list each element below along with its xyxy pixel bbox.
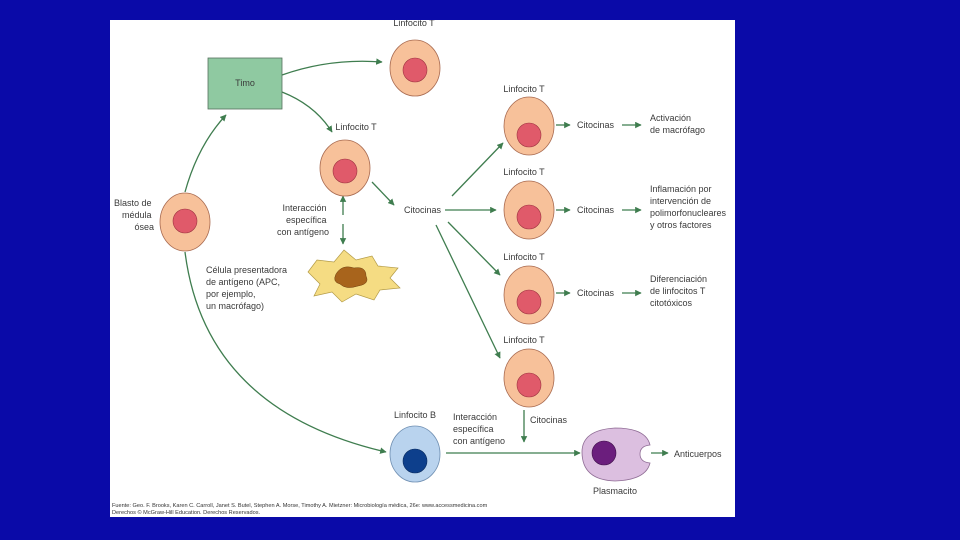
- arrow-timo-to-lt-top: [281, 58, 383, 76]
- lt-r1-label: Linfocito T: [503, 84, 545, 94]
- lt-r2-label: Linfocito T: [503, 167, 545, 177]
- arrow-blasto-to-timo: [184, 114, 227, 193]
- lt-top-cell: [389, 39, 441, 97]
- output-3-label: Diferenciación de linfocitos T citotóxic…: [650, 274, 710, 308]
- lt-r3-label: Linfocito T: [503, 252, 545, 262]
- timo-box: [207, 57, 283, 110]
- citocinas-r2-label: Citocinas: [577, 205, 615, 215]
- arrow-timo-to-lt-mid: [281, 91, 333, 133]
- lt-r4-cell: [503, 348, 555, 408]
- source-credit: Fuente: Geo. F. Brooks, Karen C. Carroll…: [112, 503, 489, 516]
- immune-response-diagram: Timo Linfocito T Linfocito T Blasto de m…: [112, 20, 729, 516]
- plasmacito-label: Plasmacito: [593, 486, 637, 496]
- citocinas-r1-label: Citocinas: [577, 120, 615, 130]
- lt-mid-label: Linfocito T: [335, 122, 377, 132]
- citocinas-center-label: Citocinas: [404, 205, 442, 215]
- anticuerpos-label: Anticuerpos: [674, 449, 722, 459]
- lt-r2-cell: [503, 180, 555, 240]
- lt-r1-cell: [503, 96, 555, 156]
- apc-macrophage: [307, 249, 401, 303]
- timo-label: Timo: [235, 78, 255, 88]
- output-2-label: Inflamación por intervención de polimorf…: [650, 184, 729, 230]
- arrows: [184, 58, 669, 457]
- output-1-label: Activación de macrófago: [650, 113, 705, 135]
- arrow-blasto-to-lb: [184, 251, 387, 454]
- plasmacito-cell: [581, 427, 651, 482]
- lt-r3-cell: [503, 265, 555, 325]
- arrow-citocinas-to-lt-r3: [447, 221, 501, 276]
- lt-mid-cell: [319, 139, 371, 197]
- blasto-label: Blasto de médula ósea: [114, 198, 154, 232]
- linfocito-b-label: Linfocito B: [394, 410, 436, 420]
- diagram-panel: Timo Linfocito T Linfocito T Blasto de m…: [110, 20, 735, 517]
- apc-label: Célula presentadora de antígeno (APC, po…: [206, 265, 290, 311]
- arrow-citocinas-to-lt-r4: [435, 224, 501, 359]
- citocinas-r3-label: Citocinas: [577, 288, 615, 298]
- citocinas-b-label: Citocinas: [530, 415, 568, 425]
- arrow-citocinas-to-lt-r1: [451, 142, 504, 197]
- lt-r4-label: Linfocito T: [503, 335, 545, 345]
- blasto-cell: [159, 192, 211, 252]
- lb-cell: [389, 425, 441, 483]
- interaccion-t-label: Interacción específica con antígeno: [277, 203, 329, 237]
- arrow-lt-mid-to-citocinas: [371, 181, 395, 206]
- lt-top-label: Linfocito T: [393, 20, 435, 28]
- interaccion-b-label: Interacción específica con antígeno: [453, 412, 505, 446]
